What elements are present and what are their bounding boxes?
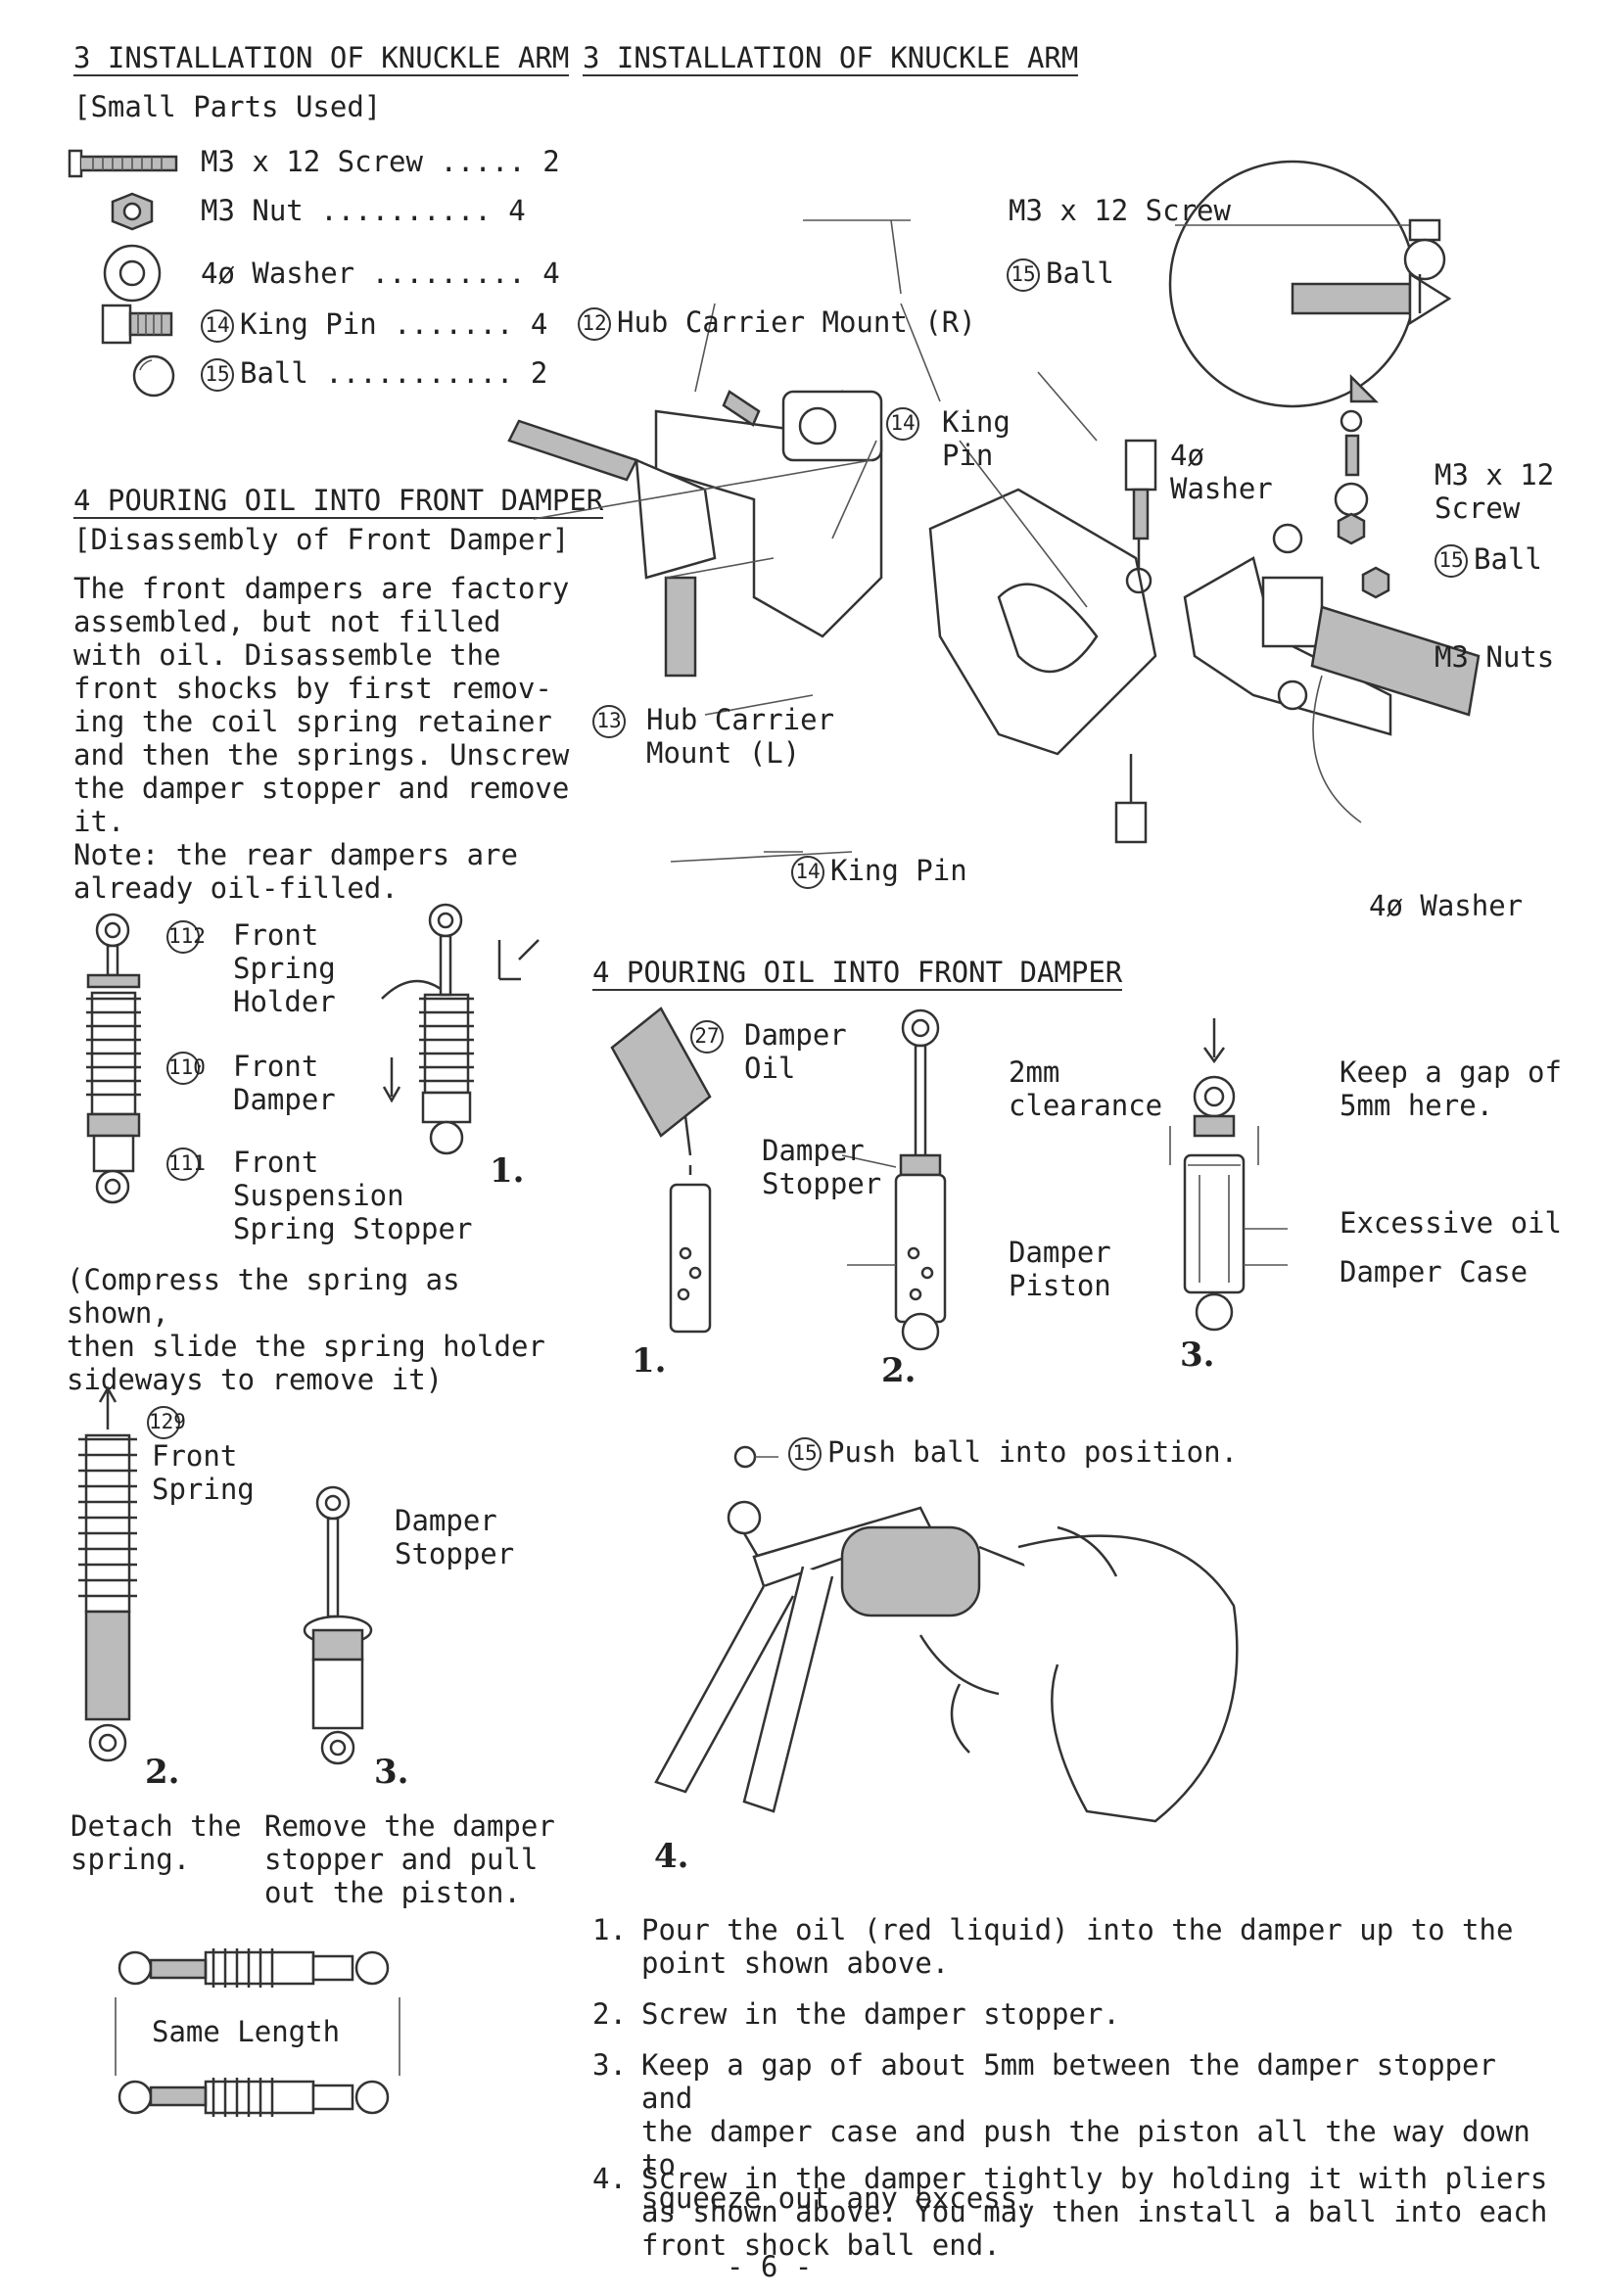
label-damper-case: Damper Case <box>1340 1255 1528 1289</box>
instruction-3: 3.Keep a gap of about 5mm between the da… <box>592 2048 1530 2215</box>
same-length-label: Same Length <box>152 2015 341 2048</box>
label-front-spring-text: Front Spring <box>152 1439 255 1506</box>
step-number: 1. <box>632 1341 667 1381</box>
label-m3-nuts: M3 Nuts <box>1434 640 1555 674</box>
compress-caption: (Compress the spring as shown, then slid… <box>67 1263 545 1396</box>
small-parts-title: [Small Parts Used] <box>73 90 382 123</box>
label-hub-carrier-mount-l: Hub Carrier Mount (L) <box>646 703 835 770</box>
label-damper-stopper-right: Damper Stopper <box>762 1134 882 1200</box>
label-front-spring: 129 <box>147 1404 186 1439</box>
part-name: Ball <box>240 356 308 390</box>
label-damper-oil: Damper Oil <box>744 1018 847 1085</box>
label-excessive-oil: Excessive oil <box>1340 1206 1562 1240</box>
label-spring-stopper-text: Front Suspension Spring Stopper <box>233 1146 473 1245</box>
detach-caption: Detach the spring. <box>71 1809 242 1876</box>
step-number: 3. <box>1180 1335 1215 1375</box>
part-qty: 2 <box>530 356 548 390</box>
ball-small-icon <box>733 1445 778 1469</box>
step-number: 3. <box>374 1753 409 1792</box>
washer-icon <box>103 244 162 303</box>
part-row-screw: M3 x 12 Screw ..... 2 <box>54 137 563 186</box>
label-m3x12-screw-right: M3 x 12 Screw <box>1434 458 1555 525</box>
part-qty: 2 <box>542 145 560 178</box>
part-qty: 4 <box>530 307 548 341</box>
label-king-pin-top: King Pin <box>942 405 1011 472</box>
instruction-4: 4.Screw in the damper tightly by holding… <box>592 2162 1548 2262</box>
screw-icon <box>68 149 178 178</box>
remove-stopper-caption: Remove the damper stopper and pull out t… <box>264 1809 555 1909</box>
disassembly-text: The front dampers are factory assembled,… <box>73 572 570 905</box>
step-number: 1. <box>490 1151 525 1191</box>
instruction-2: 2.Screw in the damper stopper. <box>592 1997 1120 2031</box>
label-hub-carrier-mount-l-num: 13 <box>592 703 632 738</box>
knuckle-arm-exploded-diagram <box>507 160 1481 863</box>
section-3-title-right: 3 INSTALLATION OF KNUCKLE ARM <box>583 41 1079 76</box>
label-damper-piston: Damper Piston <box>1009 1236 1111 1302</box>
part-row-nut: M3 Nut .......... 4 <box>54 186 563 235</box>
front-damper-illustration <box>86 913 141 1204</box>
label-front-spring-holder: 112 <box>166 918 206 954</box>
part-name: M3 Nut <box>201 194 304 227</box>
page-number: - 6 - <box>727 2250 813 2283</box>
label-washer-top: 4ø Washer <box>1170 439 1273 505</box>
detach-spring-illustration <box>78 1385 137 1762</box>
label-king-pin-top-num: 14 <box>886 405 925 441</box>
nut-icon <box>111 192 154 231</box>
part-name: 4ø Washer <box>201 257 355 290</box>
disassembly-title: [Disassembly of Front Damper] <box>73 523 570 556</box>
label-keep-gap: Keep a gap of 5mm here. <box>1340 1055 1562 1122</box>
step-number: 2. <box>881 1351 917 1390</box>
pliers-hand-illustration <box>654 1500 1239 1823</box>
part-number-badge: 15 <box>201 358 234 392</box>
label-washer-bottom: 4ø Washer <box>1369 889 1524 922</box>
part-name: M3 x 12 Screw <box>201 145 423 178</box>
step-number: 2. <box>145 1753 180 1792</box>
oil-pouring-diagram <box>610 1007 1288 1351</box>
section-4-title-left: 4 POURING OIL INTO FRONT DAMPER <box>73 484 604 519</box>
ball-icon <box>132 354 175 398</box>
remove-stopper-illustration <box>303 1485 373 1765</box>
section-3-title-left: 3 INSTALLATION OF KNUCKLE ARM <box>73 41 570 76</box>
label-front-damper: 110 <box>166 1050 206 1085</box>
part-qty: 4 <box>542 257 560 290</box>
label-front-damper-text: Front Damper <box>233 1050 336 1116</box>
part-row-washer: 4ø Washer ......... 4 <box>54 244 563 303</box>
compress-spring-illustration <box>381 903 540 1155</box>
label-damper-stopper: Damper Stopper <box>395 1504 515 1570</box>
label-front-spring-holder-text: Front Spring Holder <box>233 918 336 1018</box>
label-spring-stopper: 111 <box>166 1146 206 1181</box>
part-number-badge: 14 <box>201 309 234 343</box>
step-number: 4. <box>654 1837 689 1876</box>
part-name: King Pin <box>240 307 377 341</box>
section-4-title-right: 4 POURING OIL INTO FRONT DAMPER <box>592 956 1123 991</box>
label-m3x12-screw-top: M3 x 12 Screw <box>1009 194 1231 227</box>
part-qty: 4 <box>508 194 526 227</box>
label-damper-oil-num: 27 <box>690 1018 729 1054</box>
same-length-illustration <box>115 1948 400 2117</box>
label-2mm-clearance: 2mm clearance <box>1009 1055 1163 1122</box>
king-pin-icon <box>101 304 173 345</box>
instruction-1: 1.Pour the oil (red liquid) into the dam… <box>592 1913 1514 1980</box>
